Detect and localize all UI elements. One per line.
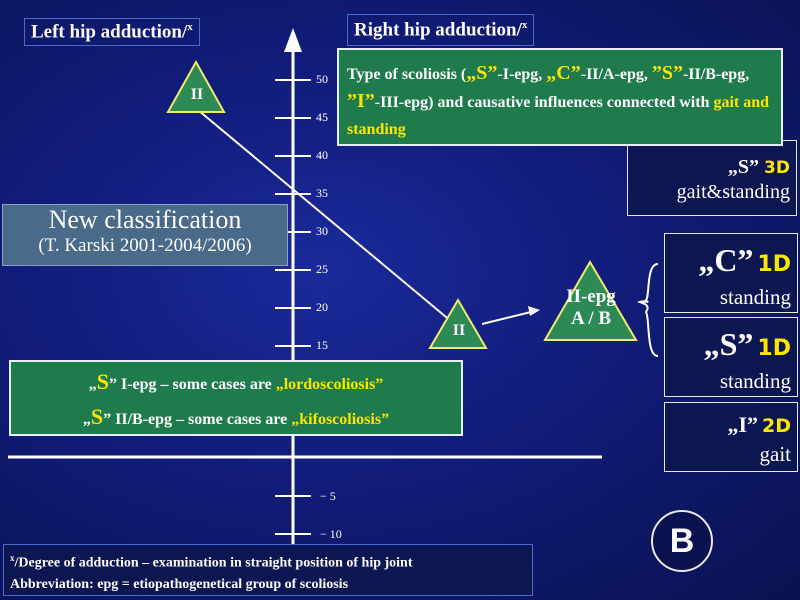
tick-label: − 10 [320, 527, 342, 541]
scoliosis-c-1d-box: „C” 1D standing [664, 233, 798, 313]
scoliosis-i-2d-sub: gait [759, 442, 792, 466]
kifo-highlight: „kifoscoliosis” [291, 411, 390, 428]
type-text: -III-epg) and causative influences conne… [374, 94, 714, 111]
footnote-line2: Abbreviation: epg = etiopathogenetical g… [10, 576, 349, 592]
tick-label: − 5 [320, 489, 336, 503]
tick-label: 15 [316, 338, 328, 352]
triangle-middle-label: II [452, 322, 466, 339]
type-text: Type of scoliosis ( [347, 66, 467, 83]
panel-b-badge: B [651, 510, 713, 572]
type-i-label: ”I” [347, 90, 375, 112]
classification-box: New classification (T. Karski 2001-2004/… [2, 204, 288, 266]
group-label-sub: A / B [570, 308, 612, 329]
scoliosis-c-1d-label: „C” [698, 242, 754, 278]
scoliosis-i-2d-box: „I” 2D gait [664, 402, 798, 472]
scoliosis-i-2d-label: „I” [727, 412, 758, 437]
tick-label: 25 [316, 262, 328, 276]
lordoscoliosis-box: „S” I-epg – some cases are „lordoscolios… [9, 360, 463, 436]
tick-label: 40 [316, 148, 328, 162]
scoliosis-s-1d-box: „S” 1D standing [664, 317, 798, 397]
kifo-text: ” II/B-epg – some cases are [103, 411, 292, 428]
scoliosis-s-3d-dim: 3D [764, 158, 790, 178]
triangle-top-left-label: II [190, 86, 204, 103]
type-s-label: ”S” [651, 62, 683, 84]
kifo-text: „ [82, 411, 91, 428]
triangle-middle [428, 298, 488, 349]
type-s-label: „S” [466, 62, 498, 84]
triangle-group [543, 260, 638, 341]
footnote-sup: x [10, 553, 15, 563]
scoliosis-s-3d-sub: gait&standing [676, 181, 790, 203]
lordo-text: ” I-epg – some cases are [108, 376, 276, 393]
tick-label: 45 [316, 110, 328, 124]
group-label: II-epg A / B [548, 286, 634, 330]
lordo-text: „ [88, 376, 97, 393]
lordo-s-label: S [96, 369, 109, 394]
classification-title: New classification [48, 205, 242, 234]
type-text: -I-epg, [497, 66, 547, 83]
classification-author: (T. Karski 2001-2004/2006) [38, 235, 252, 256]
vertical-axis-arrow [284, 28, 302, 52]
type-highlight: gait and standing [347, 94, 770, 138]
scoliosis-c-1d-dim: 1D [757, 252, 791, 277]
scoliosis-s-1d-sub: standing [719, 369, 791, 393]
right-hip-title-sup: x [521, 19, 528, 31]
footnote-line1: x/Degree of adduction – examination in s… [10, 548, 526, 574]
kifoscoliosis-line: „S” II/B-epg – some cases are „kifoscoli… [23, 401, 449, 436]
scoliosis-s-3d-label: „S” [727, 156, 760, 178]
tick-label: 20 [316, 300, 328, 314]
adduction-line [197, 109, 453, 323]
left-hip-title-sup: x [187, 21, 193, 33]
scoliosis-s-3d-box: „S” 3D gait&standing [627, 140, 797, 216]
tick-label: 30 [316, 224, 328, 238]
lordoscoliosis-line: „S” I-epg – some cases are „lordoscolios… [23, 366, 449, 401]
right-hip-title-text: Right hip adduction/ [354, 19, 522, 41]
tick-label: 50 [316, 72, 328, 86]
triangle-top-left [166, 59, 226, 113]
curly-brace [636, 263, 659, 357]
left-hip-title: Left hip adduction/x [24, 18, 200, 47]
footnote-text: /Degree of adduction – examination in st… [14, 555, 413, 571]
panel-b-letter: B [669, 522, 695, 560]
tick-label: 35 [316, 186, 328, 200]
type-of-scoliosis-box: Type of scoliosis („S”-I-epg, „C”-II/A-e… [337, 48, 783, 146]
scoliosis-c-1d-sub: standing [719, 285, 791, 309]
right-hip-title: Right hip adduction/x [347, 14, 535, 47]
kifo-s-label: S [90, 404, 104, 429]
group-arrow [481, 310, 536, 325]
type-c-label: „C” [546, 62, 581, 84]
footnote-box: x/Degree of adduction – examination in s… [3, 544, 533, 596]
scoliosis-i-2d-dim: 2D [762, 415, 791, 437]
lordo-highlight: „lordoscoliosis” [275, 376, 384, 393]
scoliosis-s-1d-dim: 1D [757, 336, 791, 361]
group-label-main: II-epg [566, 286, 616, 307]
scoliosis-s-1d-label: „S” [703, 326, 754, 362]
type-text: -II/A-epg, [580, 66, 652, 83]
left-hip-title-text: Left hip adduction/ [31, 21, 188, 43]
type-text: -II/B-epg, [682, 66, 750, 83]
